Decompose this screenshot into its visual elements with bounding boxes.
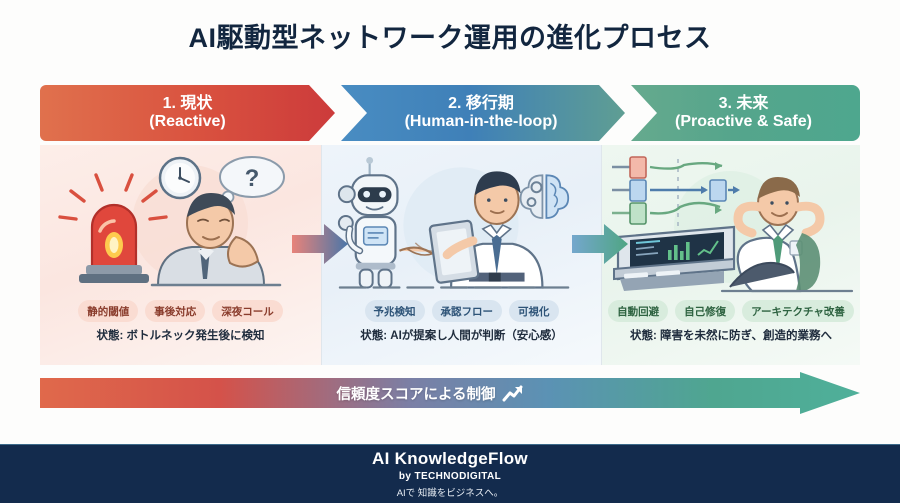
footer-by: by TECHNODIGITAL bbox=[398, 471, 502, 482]
phase-header-3: 3. 未来 (Proactive & Safe) bbox=[605, 85, 860, 141]
phase-1-title-en: (Reactive) bbox=[149, 113, 226, 130]
svg-text:?: ? bbox=[245, 165, 260, 192]
robot-figure bbox=[337, 156, 399, 289]
phase-header-row: 1. 現状 (Reactive) 2. 移行期 (Human-in-the-lo… bbox=[40, 85, 860, 141]
alarm-rays bbox=[58, 173, 168, 221]
phase-3-title-jp: 3. 未来 bbox=[718, 95, 769, 113]
dashboard-monitor bbox=[613, 225, 736, 291]
tag-chip: アーキテクチャ改善 bbox=[742, 300, 854, 322]
phase-column-1: ? bbox=[40, 145, 321, 365]
illustration-human-in-the-loop bbox=[322, 145, 601, 297]
phase-3-status: 状態: 障害を未然に防ぎ、創造的業務へ bbox=[630, 330, 832, 342]
phase-header-2: 2. 移行期 (Human-in-the-loop) bbox=[315, 85, 625, 141]
phase-column-3: 自動回避 自己修復 アーキテクチャ改善 状態: 障害を未然に防ぎ、創造的業務へ bbox=[602, 145, 860, 365]
footer-bar: AI KnowledgeFlow by TECHNODIGITAL AIで 知識… bbox=[0, 444, 900, 503]
phase-2-title-jp: 2. 移行期 bbox=[448, 95, 514, 113]
page-title: AI駆動型ネットワーク運用の進化プロセス bbox=[188, 23, 712, 53]
connector-arrow-2-to-3 bbox=[572, 222, 628, 266]
illustration-reactive: ? bbox=[40, 145, 321, 297]
tag-chip: 静的閾値 bbox=[78, 300, 139, 322]
illustration-proactive-safe bbox=[602, 145, 860, 297]
brain-gears-icon bbox=[519, 174, 570, 219]
trending-up-icon bbox=[502, 385, 523, 402]
phase-2-status: 状態: AIが提案し人間が判断（安心感） bbox=[360, 330, 563, 342]
phase-3-title-en: (Proactive & Safe) bbox=[675, 113, 812, 130]
tag-chip: 予兆検知 bbox=[364, 300, 425, 322]
tag-chip: 深夜コール bbox=[212, 300, 283, 322]
phase-columns: ? bbox=[40, 145, 860, 365]
phase-3-tags: 自動回避 自己修復 アーキテクチャ改善 bbox=[602, 300, 860, 322]
tag-chip: 承認フロー bbox=[431, 300, 502, 322]
relaxed-worker bbox=[720, 177, 854, 293]
phase-2-title-en: (Human-in-the-loop) bbox=[404, 113, 558, 130]
businessman-figure bbox=[428, 171, 544, 289]
tag-chip: 可視化 bbox=[509, 300, 559, 322]
phase-header-1: 1. 現状 (Reactive) bbox=[40, 85, 335, 141]
phase-2-tags: 予兆検知 承認フロー 可視化 bbox=[322, 300, 601, 322]
phase-1-status: 状態: ボトルネック発生後に検知 bbox=[96, 330, 265, 342]
tag-chip: 自己修復 bbox=[675, 300, 736, 322]
banner-label-group: 信頼度スコアによる制御 bbox=[40, 372, 820, 414]
footer-brand: AI KnowledgeFlow bbox=[372, 449, 528, 468]
tag-chip: 事後対応 bbox=[145, 300, 206, 322]
footer-tagline: AIで 知識をビジネスへ。 bbox=[396, 488, 504, 499]
banner-label: 信頼度スコアによる制御 bbox=[336, 386, 496, 403]
alarm-beacon-icon bbox=[79, 203, 149, 283]
phase-1-title-jp: 1. 現状 bbox=[162, 95, 213, 113]
clock-icon bbox=[158, 156, 202, 200]
auto-routing-flow bbox=[612, 156, 740, 227]
confidence-score-banner: 信頼度スコアによる制御 bbox=[40, 372, 860, 414]
connector-arrow-1-to-2 bbox=[292, 222, 348, 266]
stressed-worker bbox=[150, 193, 282, 287]
phase-column-2: 予兆検知 承認フロー 可視化 状態: AIが提案し人間が判断（安心感） bbox=[321, 145, 602, 365]
tag-chip: 自動回避 bbox=[608, 300, 669, 322]
phase-1-tags: 静的閾値 事後対応 深夜コール bbox=[40, 300, 321, 322]
